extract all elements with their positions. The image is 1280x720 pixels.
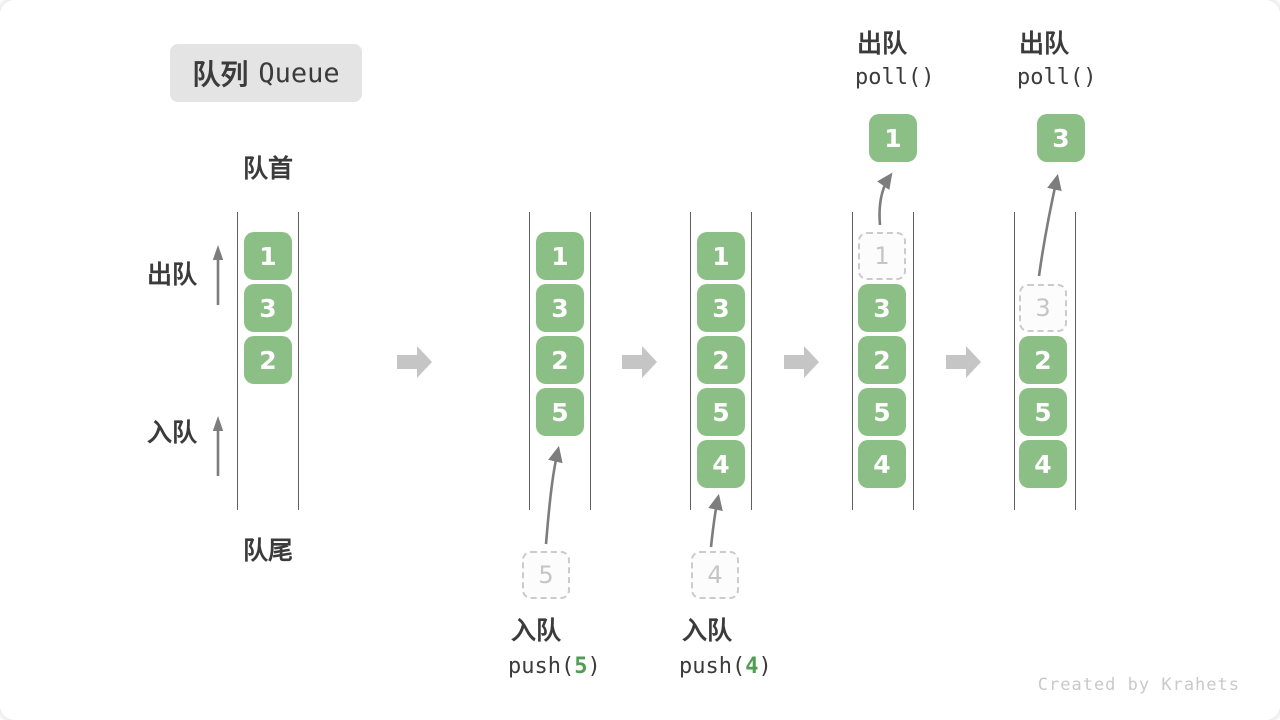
queue-cell: 2 [244,336,292,384]
queue-cell: 4 [858,440,906,488]
popped-value-block: 1 [869,114,917,162]
queue-cell: 5 [858,388,906,436]
state-flow-arrow-icon [397,346,432,378]
op-enqueue-code: push(5) [508,656,601,678]
queue-cell: 3 [536,284,584,332]
code-fn: poll() [855,65,935,90]
queue-channel-3 [690,212,752,510]
op-dequeue-label: 出队 [1019,30,1070,58]
op-dequeue-label: 出队 [857,30,908,58]
popped-value-block: 3 [1037,114,1085,162]
code-arg: 4 [745,654,759,679]
queue-cell: 5 [697,388,745,436]
code-fn: push( [508,654,575,679]
state-flow-arrow-icon [784,346,819,378]
queue-cell: 3 [858,284,906,332]
queue-cell: 2 [536,336,584,384]
queue-cell: 1 [536,232,584,280]
queue-cell: 3 [697,284,745,332]
queue-cell: 2 [858,336,906,384]
code-close: ) [587,654,601,679]
queue-cell: 3 [244,284,292,332]
removed-value-ghost: 1 [858,232,906,280]
label-queue-front: 队首 [243,155,294,183]
state-flow-arrow-icon [946,346,981,378]
title-en: Queue [258,57,340,89]
queue-cell: 5 [1019,388,1067,436]
dequeue-up-arrow-icon [212,245,224,305]
queue-cell: 1 [244,232,292,280]
queue-channel-5 [1014,212,1076,510]
title-zh: 队列 [192,59,249,90]
removed-value-ghost: 3 [1019,284,1067,332]
enqueue-up-arrow-icon [212,416,224,476]
queue-cell: 4 [1019,440,1067,488]
title-badge: 队列 Queue [170,44,362,102]
queue-channel-2 [529,212,591,510]
op-enqueue-label: 入队 [682,617,733,645]
queue-cell: 1 [697,232,745,280]
queue-cell: 5 [536,388,584,436]
code-fn: push( [679,654,746,679]
label-queue-rear: 队尾 [243,537,294,565]
queue-cell: 4 [697,440,745,488]
queue-channel-1 [237,212,299,510]
label-enqueue: 入队 [147,419,198,447]
code-fn: poll() [1017,65,1097,90]
op-dequeue-code: poll() [855,67,934,89]
code-close: ) [758,654,772,679]
label-dequeue: 出队 [147,261,198,289]
state-flow-arrow-icon [622,346,657,378]
incoming-value-ghost: 5 [522,551,570,599]
watermark: Created by Krahets [1037,675,1240,695]
queue-cell: 2 [697,336,745,384]
op-enqueue-code: push(4) [679,656,772,678]
op-dequeue-code: poll() [1017,67,1096,89]
code-arg: 5 [574,654,588,679]
queue-cell: 2 [1019,336,1067,384]
op-enqueue-label: 入队 [511,617,562,645]
queue-channel-4 [852,212,914,510]
incoming-value-ghost: 4 [691,551,739,599]
